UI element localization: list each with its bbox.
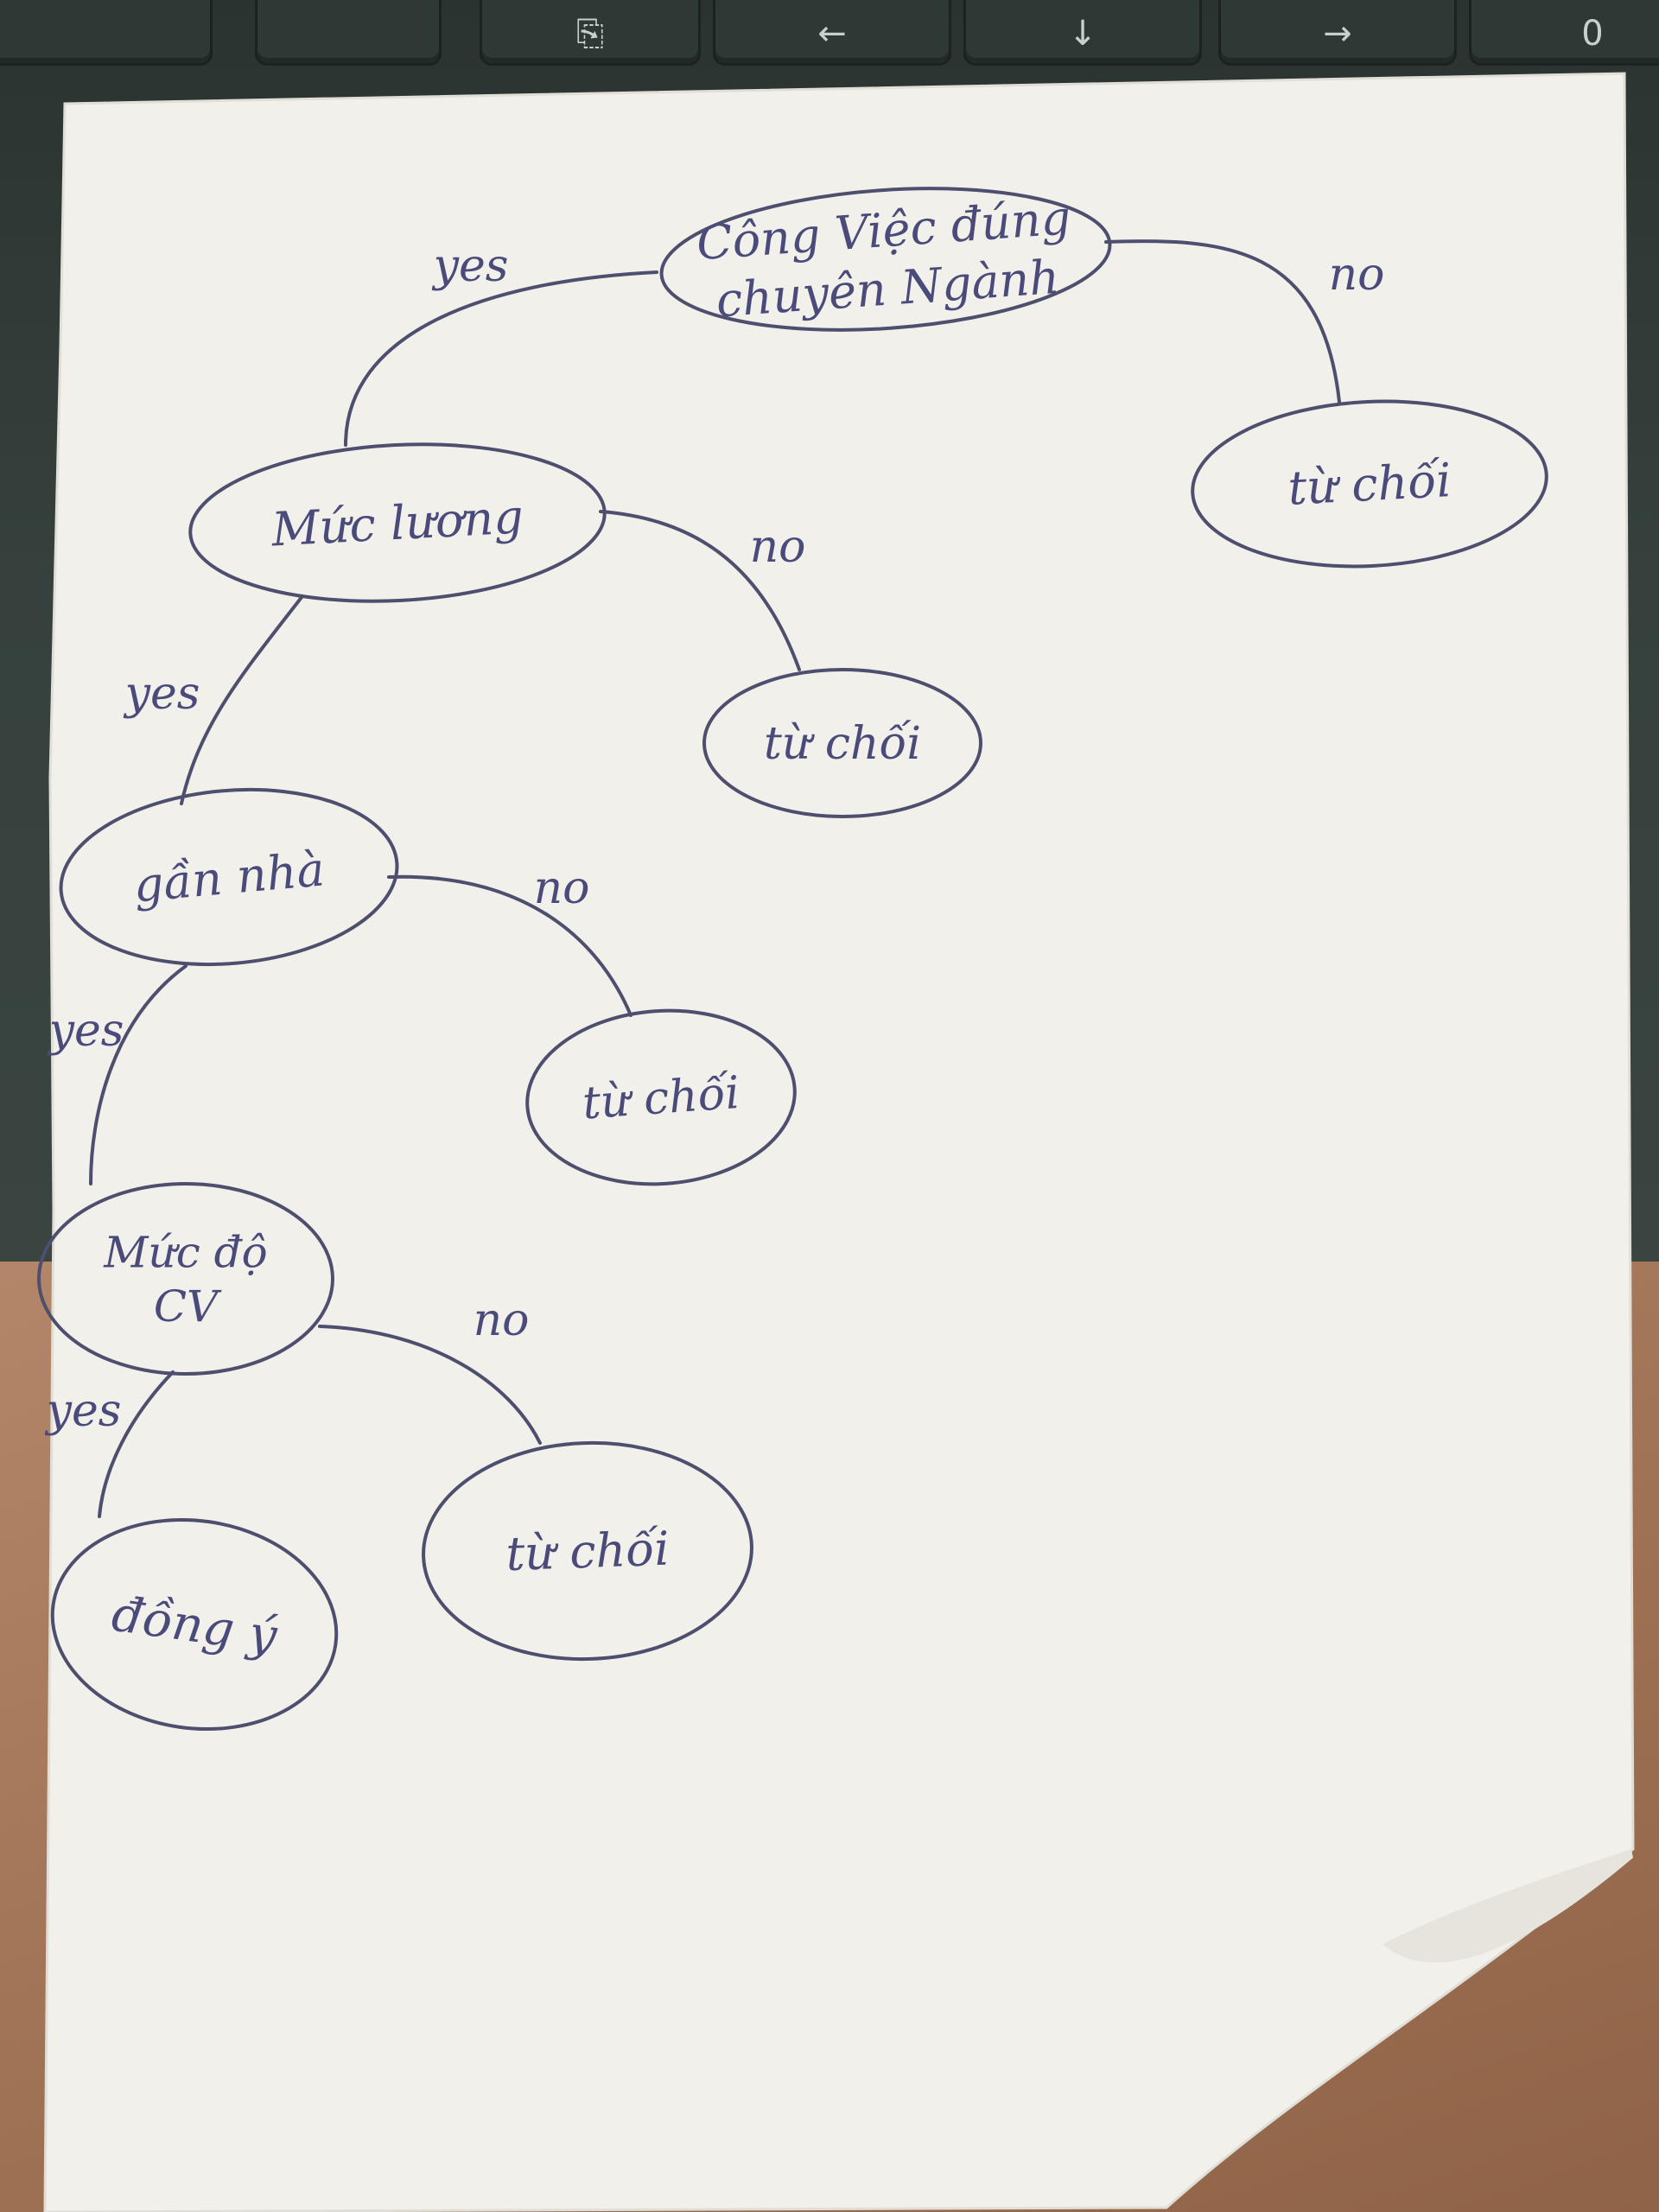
node-label: đồng ý [109, 1586, 282, 1665]
keyboard-key [0, 0, 213, 66]
edge-salary-to-near [180, 594, 304, 805]
edge-label-yes: yes [124, 668, 200, 720]
node-reject2: từ chối [702, 668, 982, 818]
keyboard-key [255, 0, 442, 66]
edge-salary-to-reject2 [599, 510, 801, 671]
edge-label-no: no [750, 521, 806, 573]
edge-label-yes: yes [432, 240, 509, 292]
edge-root-to-reject1 [1104, 239, 1341, 404]
edge-near-to-reject3 [387, 874, 632, 1017]
keyboard-key: ↓ [963, 0, 1202, 66]
node-reject1: từ chối [1191, 399, 1548, 569]
node-near: gần nhà [59, 787, 399, 967]
edge-label-yes: yes [45, 1385, 122, 1437]
node-outline [37, 1182, 334, 1376]
node-outline [1191, 399, 1548, 569]
keyboard-key: ⎘ [480, 0, 701, 66]
node-outline [59, 787, 399, 967]
edge-label-layer: yes no yes no yes no yes no [45, 240, 1385, 1437]
keyboard-key: ← [713, 0, 951, 66]
node-reject4: từ chối [422, 1440, 753, 1662]
node-label: từ chối [1287, 453, 1452, 516]
key-glyph: ← [817, 14, 847, 54]
key-glyph: ↓ [1068, 14, 1097, 54]
node-outline [50, 1517, 339, 1732]
keyboard-key: → [1218, 0, 1457, 66]
node-accept: đồng ý [50, 1517, 339, 1732]
edge-label-no: no [1329, 249, 1385, 301]
edge-level-to-reject4 [318, 1325, 542, 1445]
node-label: Mức lương [270, 489, 524, 556]
key-glyph: ⎘ [576, 14, 604, 54]
node-outline [702, 668, 982, 818]
node-salary: Mức lương [188, 442, 607, 603]
key-glyph: → [1323, 14, 1352, 54]
node-outline [422, 1440, 753, 1662]
edge-level-to-accept [98, 1370, 175, 1518]
node-label: CV [154, 1281, 222, 1332]
node-outline [659, 187, 1112, 332]
edge-layer [89, 239, 1341, 1518]
node-label: từ chối [581, 1067, 741, 1130]
edge-root-to-salary [344, 270, 658, 447]
keyboard-key: 0 [1469, 0, 1659, 66]
key-glyph: 0 [1581, 14, 1604, 54]
node-label: từ chối [505, 1522, 670, 1582]
node-reject3: từ chối [525, 1008, 797, 1186]
node-label: gần nhà [131, 842, 327, 912]
node-label: từ chối [764, 718, 921, 770]
node-outline [188, 442, 607, 603]
edge-label-yes: yes [48, 1005, 124, 1057]
node-label: Mức độ [103, 1227, 267, 1277]
edge-near-to-level [89, 964, 188, 1185]
edge-label-no: no [474, 1294, 530, 1346]
node-outline [525, 1008, 797, 1186]
edge-label-no: no [534, 862, 590, 914]
